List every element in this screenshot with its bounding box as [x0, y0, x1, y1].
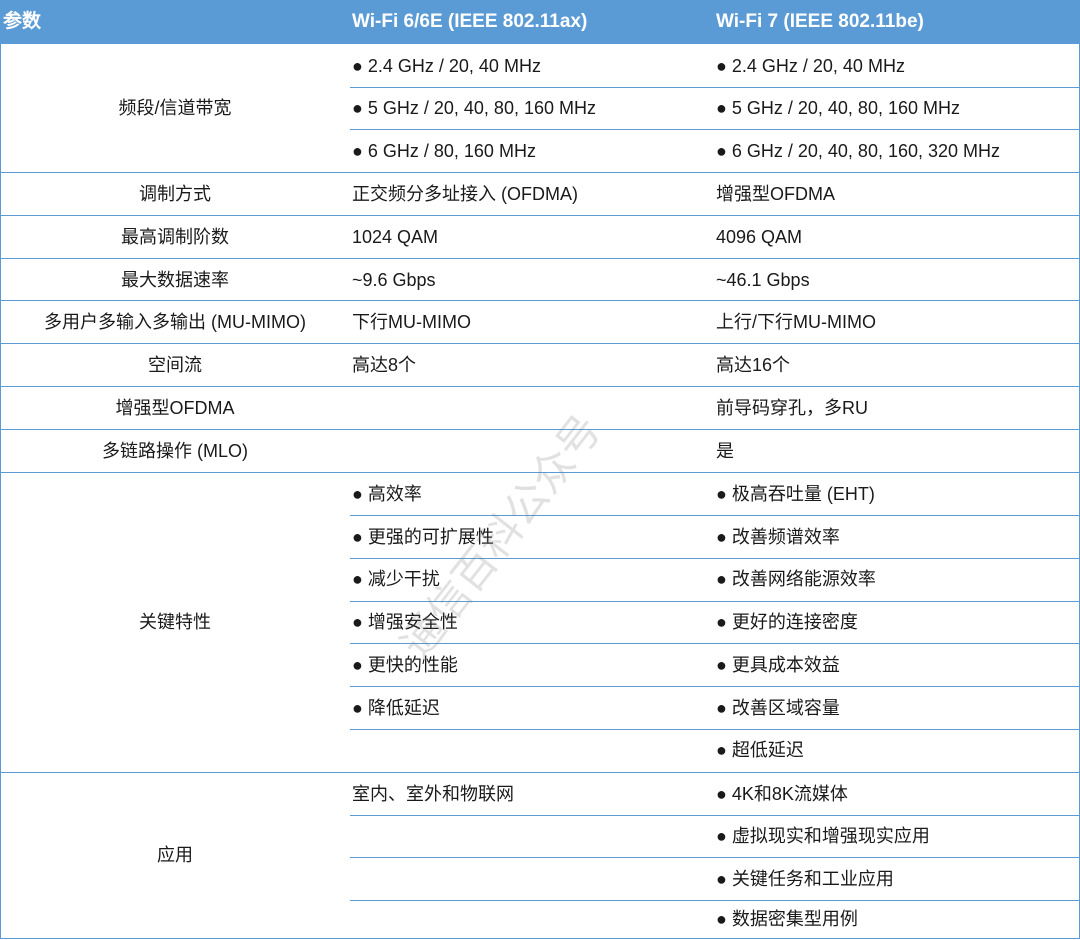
cell-wifi6: ● 5 GHz / 20, 40, 80, 160 MHz [352, 98, 596, 118]
header-param: 参数 [3, 11, 42, 32]
cell-wifi7: ● 2.4 GHz / 20, 40 MHz [716, 56, 905, 76]
param-label: 应用 [157, 845, 193, 865]
cell-wifi7: ● 更好的连接密度 [716, 612, 858, 632]
cell-wifi6: 室内、室外和物联网 [352, 784, 514, 804]
cell-wifi7: 高达16个 [716, 355, 791, 375]
cell-wifi6: ● 2.4 GHz / 20, 40 MHz [352, 56, 541, 76]
cell-wifi7: ● 6 GHz / 20, 40, 80, 160, 320 MHz [716, 141, 1001, 161]
param-label: 多用户多输入多输出 (MU-MIMO) [44, 312, 306, 332]
row-divider [0, 343, 1080, 344]
subrow-divider [350, 729, 1080, 730]
cell-wifi7: ● 改善频谱效率 [716, 527, 840, 547]
subrow-divider [350, 686, 1080, 687]
cell-wifi6: 正交频分多址接入 (OFDMA) [352, 184, 578, 204]
cell-wifi6: ● 更强的可扩展性 [352, 527, 494, 547]
cell-wifi6: ● 增强安全性 [352, 612, 458, 632]
cell-wifi6: ● 降低延迟 [352, 698, 440, 718]
cell-wifi6: ● 6 GHz / 80, 160 MHz [352, 141, 536, 161]
cell-wifi7: ● 更具成本效益 [716, 655, 840, 675]
param-label: 最大数据速率 [121, 270, 229, 290]
table-header: 参数 Wi-Fi 6/6E (IEEE 802.11ax) Wi-Fi 7 (I… [0, 0, 1080, 44]
cell-wifi7: 增强型OFDMA [716, 184, 835, 204]
cell-wifi7: 上行/下行MU-MIMO [716, 312, 876, 332]
param-label: 调制方式 [139, 184, 211, 204]
subrow-divider [350, 87, 1080, 88]
cell-wifi7: ● 数据密集型用例 [716, 909, 858, 929]
row-divider [0, 215, 1080, 216]
subrow-divider [350, 129, 1080, 130]
cell-wifi7: ● 虚拟现实和增强现实应用 [716, 826, 930, 846]
cell-wifi6: ~9.6 Gbps [352, 270, 436, 290]
cell-wifi7: ● 极高吞吐量 (EHT) [716, 484, 875, 504]
subrow-divider [350, 601, 1080, 602]
param-label: 关键特性 [139, 612, 211, 632]
cell-wifi7: ● 关键任务和工业应用 [716, 869, 894, 889]
row-divider [0, 386, 1080, 387]
row-divider [0, 172, 1080, 173]
cell-wifi6: ● 更快的性能 [352, 655, 458, 675]
row-divider [0, 938, 1080, 939]
cell-wifi6: 下行MU-MIMO [352, 312, 471, 332]
cell-wifi6: 高达8个 [352, 355, 417, 375]
cell-wifi7: ● 改善网络能源效率 [716, 569, 876, 589]
row-divider [0, 772, 1080, 773]
param-label: 最高调制阶数 [121, 227, 229, 247]
table-border-left [0, 44, 1, 939]
cell-wifi7: ● 5 GHz / 20, 40, 80, 160 MHz [716, 98, 960, 118]
cell-wifi7: 4096 QAM [716, 227, 803, 247]
row-divider [0, 429, 1080, 430]
cell-wifi6: ● 减少干扰 [352, 569, 440, 589]
subrow-divider [350, 900, 1080, 901]
row-divider [0, 300, 1080, 301]
subrow-divider [350, 515, 1080, 516]
subrow-divider [350, 643, 1080, 644]
param-label: 多链路操作 (MLO) [102, 441, 248, 461]
cell-wifi6: 1024 QAM [352, 227, 439, 247]
subrow-divider [350, 857, 1080, 858]
subrow-divider [350, 815, 1080, 816]
cell-wifi7: ● 改善区域容量 [716, 698, 840, 718]
cell-wifi7: ~46.1 Gbps [716, 270, 810, 290]
header-wifi6: Wi-Fi 6/6E (IEEE 802.11ax) [352, 11, 588, 32]
subrow-divider [350, 558, 1080, 559]
row-divider [0, 472, 1080, 473]
cell-wifi7: ● 4K和8K流媒体 [716, 784, 848, 804]
cell-wifi7: 前导码穿孔，多RU [716, 398, 868, 418]
param-label: 频段/信道带宽 [118, 98, 232, 118]
header-wifi7: Wi-Fi 7 (IEEE 802.11be) [716, 11, 924, 32]
param-label: 增强型OFDMA [115, 398, 235, 418]
param-label: 空间流 [148, 355, 202, 375]
cell-wifi7: ● 超低延迟 [716, 740, 804, 760]
row-divider [0, 258, 1080, 259]
cell-wifi6: ● 高效率 [352, 484, 422, 504]
cell-wifi7: 是 [716, 441, 734, 461]
